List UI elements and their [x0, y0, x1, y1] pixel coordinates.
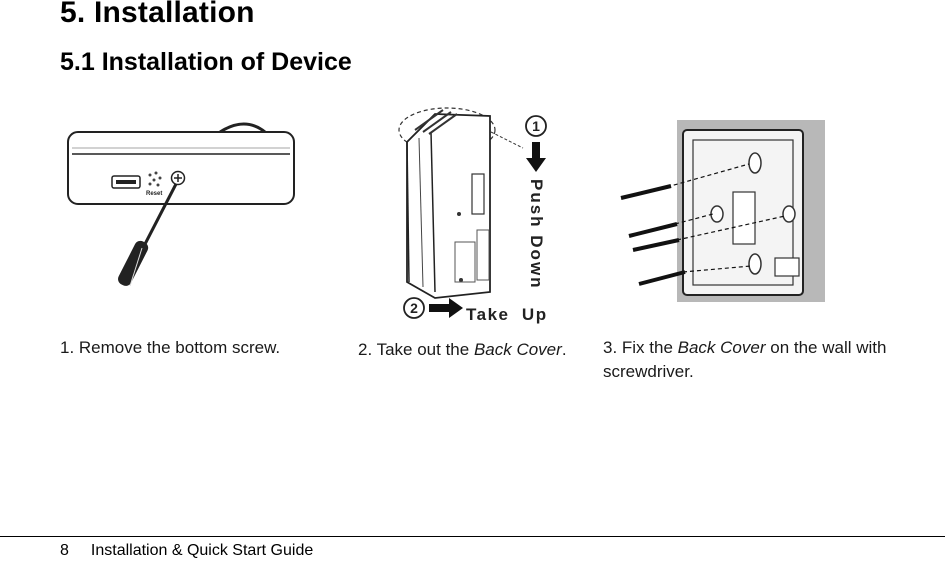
figure-take-out-cover: 1 Push Down 2 Take Up — [398, 107, 548, 324]
screw-icon — [620, 163, 786, 286]
caption-step-2-suffix: . — [561, 340, 567, 359]
step1-number: 1 — [532, 118, 540, 134]
page-footer: 8 Installation & Quick Start Guide — [60, 542, 313, 560]
subsection-title: 5.1 Installation of Device — [60, 48, 352, 76]
caption-step-2: 2. Take out the Back Cover. — [358, 338, 567, 362]
step2-number-badge — [403, 297, 425, 319]
push-down-arrow-icon — [526, 142, 546, 172]
push-down-label: Push Down — [527, 179, 546, 290]
caption-step-3-italic: Back Cover — [677, 338, 766, 357]
caption-step-1: 1. Remove the bottom screw. — [60, 338, 281, 357]
caption-step-2-prefix: 2. Take out the — [358, 340, 474, 359]
screwdriver-icon — [118, 183, 178, 287]
take-up-arrow-icon — [429, 298, 463, 318]
guide-title: Installation & Quick Start Guide — [90, 542, 314, 559]
caption-step-3: 3. Fix the Back Cover on the wall with s… — [603, 336, 893, 384]
take-up-label: Take Up — [466, 305, 548, 324]
caption-step-3-prefix: 3. Fix the — [603, 338, 678, 357]
figure-fix-back-cover — [620, 120, 825, 302]
speaker-dots-icon — [148, 171, 162, 187]
step2-number: 2 — [410, 300, 418, 316]
footer-divider — [0, 536, 945, 537]
caption-step-3-suffix: on the wall with screwdriver. — [603, 338, 887, 381]
section-title: 5. Installation — [60, 0, 255, 29]
page-number: 8 — [60, 542, 69, 559]
reset-label: Reset — [146, 191, 162, 197]
figure-remove-screw: Reset — [67, 122, 295, 287]
step1-number-badge — [525, 115, 547, 137]
caption-step-2-italic: Back Cover — [473, 340, 562, 359]
